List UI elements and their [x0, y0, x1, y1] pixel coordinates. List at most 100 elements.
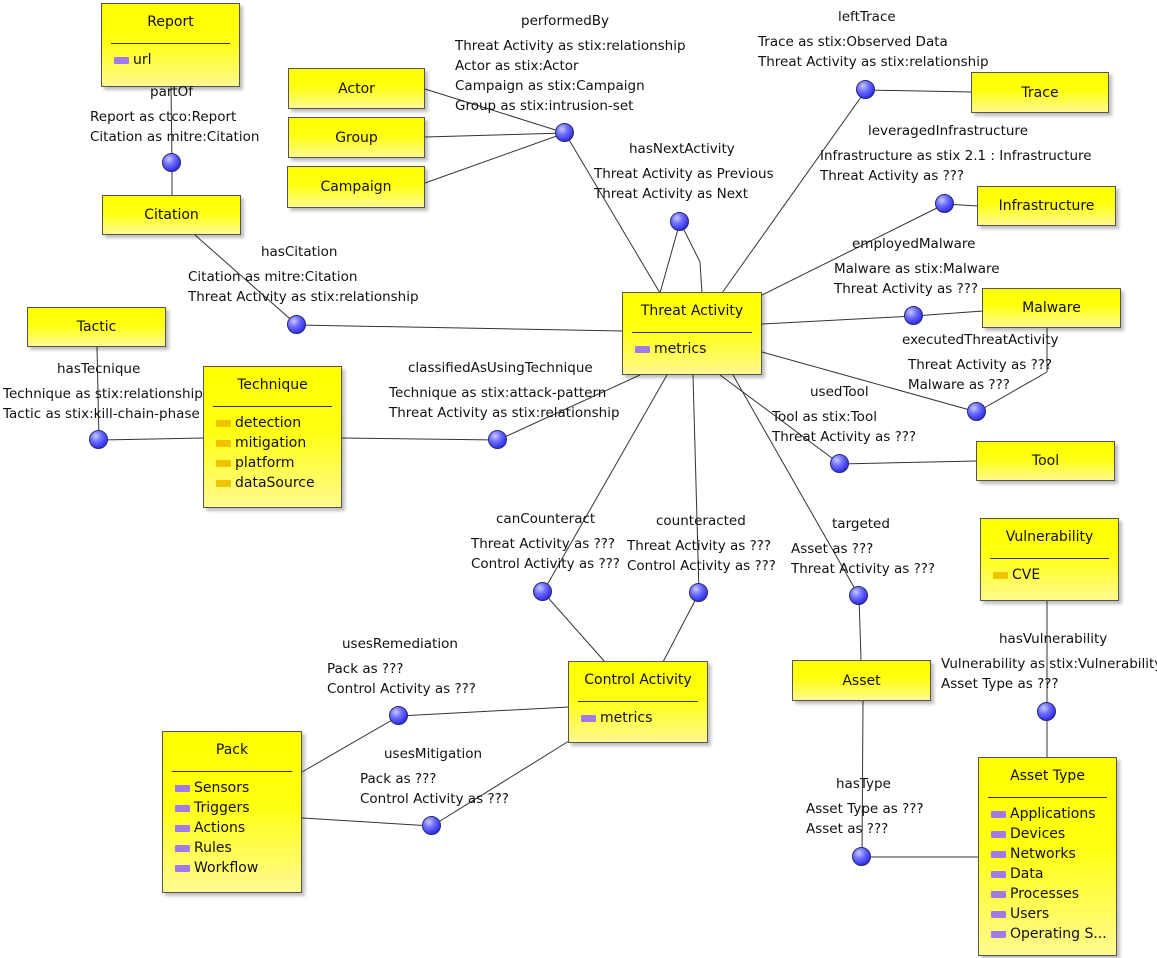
- role-label: Threat Activity as ???: [908, 357, 1053, 373]
- node-group[interactable]: Group: [288, 117, 425, 158]
- node-title: Malware: [1022, 300, 1081, 316]
- node-citation[interactable]: Citation: [102, 195, 241, 235]
- attribute-metrics: metrics: [581, 708, 707, 728]
- relation-node-counteracted[interactable]: [689, 583, 708, 602]
- role-label: Threat Activity as Next: [594, 186, 749, 202]
- relation-node-cancounteract[interactable]: [533, 582, 552, 601]
- relation-node-usesmitigation[interactable]: [422, 816, 441, 835]
- attribute-icon: [175, 864, 190, 872]
- attribute-metrics: metrics: [635, 339, 761, 359]
- attribute-icon: [993, 571, 1008, 579]
- role-label: Technique as stix:relationship: [3, 386, 203, 402]
- attribute-label: dataSource: [235, 475, 315, 491]
- node-malware[interactable]: Malware: [982, 288, 1121, 328]
- node-title: Group: [335, 129, 378, 146]
- attribute-icon: [991, 930, 1006, 938]
- role-label: Report as ctco:Report: [90, 109, 237, 125]
- node-title: Campaign: [320, 179, 392, 195]
- node-asset-type[interactable]: Asset Type Applications Devices Networks…: [978, 757, 1117, 956]
- relation-node-hascitation[interactable]: [287, 315, 306, 334]
- relation-name: usedTool: [810, 384, 869, 400]
- relation-node-classifiedasusingtechnique[interactable]: [488, 430, 507, 449]
- relation-node-usedtool[interactable]: [830, 454, 849, 473]
- node-asset[interactable]: Asset: [792, 660, 931, 701]
- role-label: Pack as ???: [327, 661, 404, 677]
- relation-node-performedby[interactable]: [555, 123, 574, 142]
- node-threat-activity[interactable]: Threat Activity metrics: [622, 292, 762, 375]
- node-pack[interactable]: Pack Sensors Triggers Actions Rules Work…: [162, 731, 302, 893]
- attribute-label: Triggers: [194, 800, 250, 816]
- divider: [990, 558, 1109, 559]
- node-report[interactable]: Report url: [101, 3, 240, 87]
- node-title: Actor: [338, 80, 375, 97]
- attribute-label: metrics: [600, 710, 653, 726]
- relation-name: hasNextActivity: [629, 141, 735, 157]
- role-label: Threat Activity as ???: [627, 538, 772, 554]
- attribute-mitigation: mitigation: [216, 433, 341, 453]
- relation-node-targeted[interactable]: [849, 586, 868, 605]
- label-usedtool: usedTool Tool as stix:Tool Threat Activi…: [772, 382, 916, 447]
- relation-node-hastype[interactable]: [852, 847, 871, 866]
- node-control-activity[interactable]: Control Activity metrics: [568, 661, 708, 743]
- attribute-icon: [216, 419, 231, 427]
- relation-node-lefttrace[interactable]: [856, 80, 875, 99]
- attribute-icon: [991, 810, 1006, 818]
- relation-name: partOf: [150, 84, 194, 100]
- role-label: Citation as mitre:Citation: [90, 129, 260, 145]
- relation-node-usesremediation[interactable]: [389, 706, 408, 725]
- node-actor[interactable]: Actor: [288, 68, 425, 109]
- relation-node-hasnextactivity[interactable]: [670, 212, 689, 231]
- role-label: Threat Activity as stix:relationship: [389, 405, 620, 421]
- attribute-cve: CVE: [993, 565, 1118, 585]
- attribute-data: Data: [991, 864, 1116, 884]
- attribute-detection: detection: [216, 413, 341, 433]
- role-label: Threat Activity as stix:relationship: [758, 54, 989, 70]
- attribute-label: metrics: [654, 341, 707, 357]
- role-label: Asset Type as ???: [806, 801, 924, 817]
- node-title: Technique: [237, 377, 308, 393]
- role-label: Threat Activity as ???: [471, 536, 616, 552]
- attribute-label: Workflow: [194, 860, 259, 876]
- divider: [988, 797, 1107, 798]
- role-label: Group as stix:intrusion-set: [455, 98, 634, 114]
- node-tool[interactable]: Tool: [976, 441, 1115, 481]
- relation-node-employedmalware[interactable]: [904, 306, 923, 325]
- relation-name: hasVulnerability: [999, 631, 1108, 647]
- relation-node-hasvulnerability[interactable]: [1037, 702, 1056, 721]
- relation-node-executedthreatactivity[interactable]: [967, 402, 986, 421]
- node-title: Asset Type: [1010, 768, 1085, 784]
- node-title: Tool: [1031, 453, 1060, 469]
- attribute-label: Processes: [1010, 886, 1080, 902]
- attribute-label: Rules: [194, 840, 232, 856]
- attribute-icon: [175, 844, 190, 852]
- node-title: Threat Activity: [640, 303, 744, 319]
- node-vulnerability[interactable]: Vulnerability CVE: [980, 518, 1119, 601]
- attribute-icon: [635, 345, 650, 353]
- label-performedby: performedBy Threat Activity as stix:rela…: [455, 11, 686, 116]
- role-label: Asset as ???: [791, 541, 874, 557]
- node-campaign[interactable]: Campaign: [287, 166, 425, 208]
- relation-name: leveragedInfrastructure: [868, 123, 1028, 139]
- role-label: Infrastructure as stix 2.1 : Infrastruct…: [820, 148, 1092, 164]
- relation-name: hasCitation: [261, 244, 338, 260]
- node-tactic[interactable]: Tactic: [27, 307, 166, 347]
- attribute-icon: [991, 910, 1006, 918]
- attribute-label: Devices: [1010, 826, 1066, 842]
- node-title: Vulnerability: [1005, 529, 1094, 545]
- node-trace[interactable]: Trace: [971, 72, 1109, 113]
- relation-name: classifiedAsUsingTechnique: [408, 360, 593, 376]
- attribute-rules: Rules: [175, 838, 301, 858]
- relation-node-leveragedinfrastructure[interactable]: [935, 194, 954, 213]
- role-label: Campaign as stix:Campaign: [455, 78, 645, 94]
- node-infrastructure[interactable]: Infrastructure: [977, 186, 1116, 226]
- attribute-label: Data: [1010, 866, 1044, 882]
- label-usesmitigation: usesMitigation Pack as ??? Control Activ…: [360, 744, 509, 809]
- relation-node-hastecnique[interactable]: [89, 430, 108, 449]
- label-classifiedasusingtechnique: classifiedAsUsingTechnique Technique as …: [389, 358, 620, 423]
- attribute-label: mitigation: [235, 435, 307, 451]
- relation-node-partof[interactable]: [162, 153, 181, 172]
- node-technique[interactable]: Technique detection mitigation platform …: [203, 366, 342, 508]
- label-employedmalware: employedMalware Malware as stix:Malware …: [834, 234, 1000, 299]
- node-title: Citation: [144, 207, 199, 223]
- attribute-icon: [991, 870, 1006, 878]
